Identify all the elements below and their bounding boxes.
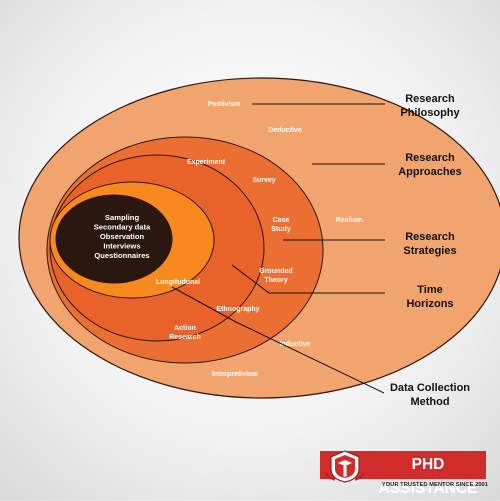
callout-label-1: Research Approaches <box>398 152 462 178</box>
item-time-0: Longitudunal <box>156 279 200 286</box>
item-approaches-0: Experiment <box>187 159 226 166</box>
connector-line-4 <box>171 286 385 394</box>
item-philosophy-1: Deductive <box>268 127 302 134</box>
callout-label-2: Research Strategies <box>403 231 457 257</box>
brand-tagline: YOUR TRUSTED MENTOR SINCE 2001 <box>381 482 488 488</box>
item-philosophy-4: Interpretivism <box>212 371 258 378</box>
callout-label-0: Research Philosophy <box>400 93 460 119</box>
item-philosophy-0: Postivism <box>207 101 240 108</box>
item-philosophy-2: Realism <box>336 217 363 224</box>
brand-name: PHD ASSISTANCE <box>378 456 478 497</box>
item-philosophy-3: Inductive <box>280 341 311 348</box>
item-approaches-1: Survey <box>252 177 275 184</box>
crest-logo-icon <box>325 450 365 483</box>
callout-label-4: Data Collection Method <box>389 382 471 408</box>
connector-line-3 <box>231 264 385 294</box>
layer-core <box>55 194 173 284</box>
item-approaches-4: Ethnography <box>216 306 259 313</box>
callout-label-3: Time Horizons <box>406 284 454 310</box>
